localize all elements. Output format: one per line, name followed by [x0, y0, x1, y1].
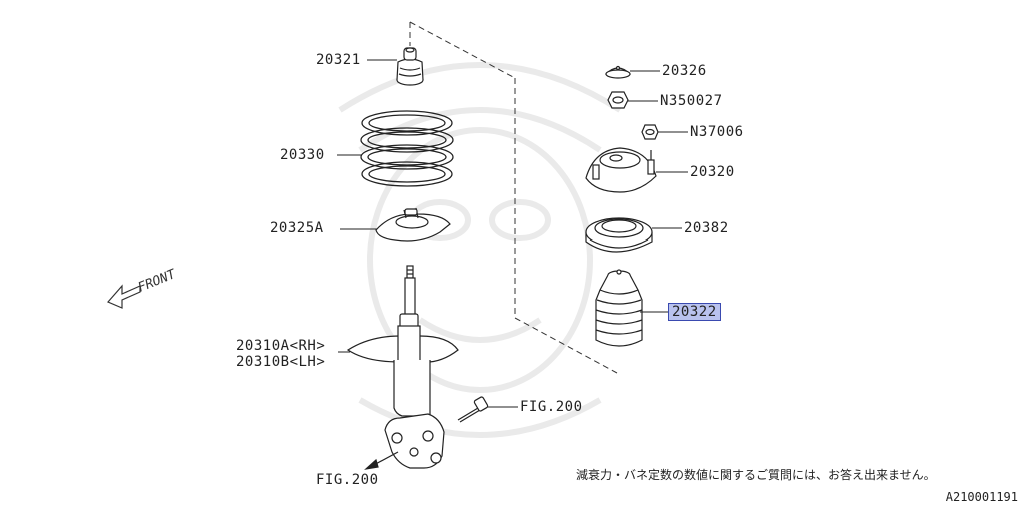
label-fig200-bottom[interactable]: FIG.200	[316, 472, 379, 488]
label-20310b[interactable]: 20310B<LH>	[236, 354, 326, 370]
part-n37006-nut[interactable]	[641, 124, 659, 140]
dashed-assembly-lines	[409, 21, 618, 374]
disclaimer-note: 減衰力・バネ定数の数値に関するご質問には、お答え出来ません。	[576, 468, 936, 482]
label-20321[interactable]: 20321	[316, 52, 361, 68]
label-20326[interactable]: 20326	[662, 63, 707, 79]
label-20325a[interactable]: 20325A	[270, 220, 324, 236]
label-20322-highlighted[interactable]: 20322	[668, 303, 721, 321]
bolt[interactable]	[457, 396, 489, 423]
label-20310a[interactable]: 20310A<RH>	[236, 338, 326, 354]
part-20310-strut[interactable]	[346, 265, 459, 469]
label-fig200-bolt[interactable]: FIG.200	[520, 399, 583, 415]
diagram-code: A210001191	[945, 490, 1018, 504]
part-20330-coil-spring[interactable]	[360, 110, 454, 187]
part-20320-strut-mount[interactable]	[585, 147, 657, 193]
front-arrow-icon	[107, 284, 141, 309]
label-20320[interactable]: 20320	[690, 164, 735, 180]
arrow-fig200-bottom	[364, 451, 399, 470]
label-n37006[interactable]: N37006	[690, 124, 744, 140]
front-label: FRONT	[136, 267, 179, 296]
part-20321-bump-stopper[interactable]	[396, 47, 424, 86]
label-20382[interactable]: 20382	[684, 220, 729, 236]
part-20322-dust-boot[interactable]	[595, 269, 643, 347]
part-n350027-nut[interactable]	[607, 91, 629, 109]
label-n350027[interactable]: N350027	[660, 93, 723, 109]
part-20382-bearing[interactable]	[585, 217, 653, 253]
part-20325a-spring-seat[interactable]	[375, 207, 451, 242]
part-20326-cap[interactable]	[604, 65, 632, 79]
label-20330[interactable]: 20330	[280, 147, 325, 163]
watermark-emblem	[338, 62, 622, 438]
